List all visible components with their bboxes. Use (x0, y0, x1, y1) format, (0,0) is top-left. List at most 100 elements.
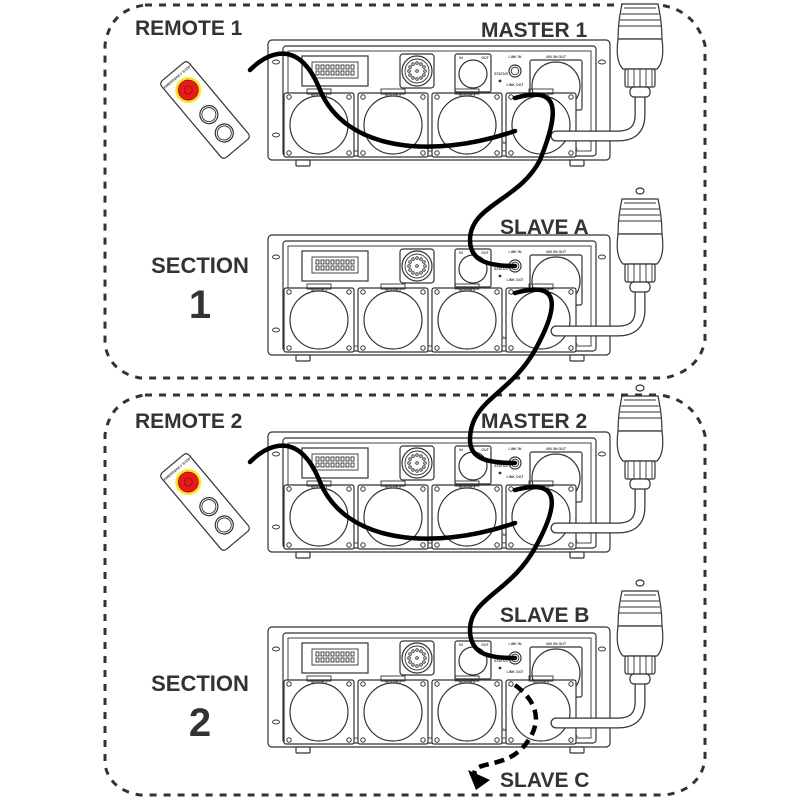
power-plug (616, 0, 664, 98)
motor-socket (431, 283, 503, 353)
remote-up-button (199, 104, 219, 125)
foot (569, 551, 585, 559)
link-out-label: LINK OUT (507, 670, 525, 674)
link-in-label: LINK IN (509, 447, 522, 451)
motor-label: MOTOR 3 (459, 680, 475, 684)
remote-2-label: REMOTE 2 (135, 410, 242, 433)
slave-c-label: SLAVE C (500, 769, 589, 792)
foot (569, 354, 585, 362)
motor-socket (431, 675, 503, 745)
power-cable (551, 677, 645, 728)
aux-out-label: 400 3N OUT (546, 55, 567, 59)
motor-socket (283, 283, 355, 353)
slave-a-label: SLAVE A (500, 216, 589, 239)
rack-hole (272, 132, 280, 138)
remote-pendant: EMERGENCY STOP (160, 453, 250, 551)
status-led (498, 274, 502, 278)
status-label: STATUS (494, 659, 508, 663)
status-label: STATUS (494, 267, 508, 271)
motor-label: MOTOR 1 (311, 93, 327, 97)
motor-label: MOTOR 1 (311, 485, 327, 489)
power-plug (616, 187, 664, 293)
multipin-connector (301, 55, 369, 87)
motor-socket (283, 675, 355, 745)
link-out-label: LINK OUT (507, 83, 525, 87)
section-1-border (103, 3, 707, 380)
rack-hole (272, 327, 280, 333)
link-in-label: LINK IN (509, 642, 522, 646)
link-cable-sb-sc (472, 683, 538, 776)
power-cable (551, 482, 645, 533)
section-1-number: 1 (189, 283, 211, 327)
link-cable-m1-sa (467, 92, 556, 269)
remote-1-label: REMOTE 1 (135, 17, 243, 40)
power-cable (551, 90, 645, 141)
estop-button (177, 471, 199, 493)
slave-b-label: SLAVE B (500, 604, 589, 627)
io-in-label: IN (459, 56, 463, 60)
foot (295, 746, 311, 754)
aux-out-label: 400 3N OUT (546, 250, 567, 254)
section-2-title: SECTION (151, 671, 249, 696)
motor-socket (357, 675, 429, 745)
rack-hole (598, 254, 606, 260)
motor-label: MOTOR 1 (311, 680, 327, 684)
rack-hole (598, 646, 606, 652)
status-label: STATUS (494, 464, 508, 468)
io-in-label: IN (459, 251, 463, 255)
link-out-label: LINK OUT (507, 278, 525, 282)
foot (295, 354, 311, 362)
motor-label: MOTOR 4 (533, 680, 549, 684)
aux-out-label: 400 3N OUT (546, 447, 567, 451)
foot (295, 159, 311, 167)
status-led (498, 666, 502, 670)
link-in-label: LINK IN (509, 250, 522, 254)
aux-out-label: 400 3N OUT (546, 642, 567, 646)
multipin-connector (301, 250, 369, 282)
remote-down-button (214, 123, 234, 143)
master-1-label: MASTER 1 (481, 19, 588, 42)
estop-button (177, 79, 199, 101)
motor-label: MOTOR 2 (385, 288, 401, 292)
io-in-label: IN (459, 448, 463, 452)
link-cable-m2-sb (467, 484, 555, 661)
section-2-border (103, 393, 707, 797)
remote-pendant: EMERGENCY STOP (160, 61, 250, 159)
remote-2-cable (247, 443, 518, 541)
motor-label: MOTOR 3 (459, 485, 475, 489)
io-out-label: OUT (481, 643, 489, 647)
motor-label: MOTOR 3 (459, 288, 475, 292)
status-led (498, 79, 502, 83)
remote-up-button (199, 496, 219, 517)
master-2-label: MASTER 2 (481, 410, 587, 433)
rack-hole (598, 451, 606, 457)
motor-socket (357, 283, 429, 353)
arrow-head-icon (468, 770, 490, 790)
io-out-label: OUT (481, 56, 489, 60)
section-1-title: SECTION (151, 253, 249, 278)
rack-hole (598, 59, 606, 65)
rack-hole (272, 254, 280, 260)
multipin-connector (301, 447, 369, 479)
link-cable-sa-m2 (467, 287, 555, 466)
link-in-label: LINK IN (509, 55, 522, 59)
section-2-number: 2 (189, 701, 211, 745)
motor-label: MOTOR 3 (459, 93, 475, 97)
rack-hole (272, 719, 280, 725)
rack-hole (272, 451, 280, 457)
remote-down-button (214, 515, 234, 535)
remote-1-cable (247, 51, 518, 149)
link-out-label: LINK OUT (507, 475, 525, 479)
io-in-label: IN (459, 643, 463, 647)
power-plug (616, 579, 664, 685)
rack-hole (272, 59, 280, 65)
io-out-label: OUT (481, 448, 489, 452)
foot (569, 746, 585, 754)
status-label: STATUS (494, 72, 508, 76)
power-cable (551, 285, 645, 336)
rack-hole (272, 646, 280, 652)
motor-label: MOTOR 1 (311, 288, 327, 292)
